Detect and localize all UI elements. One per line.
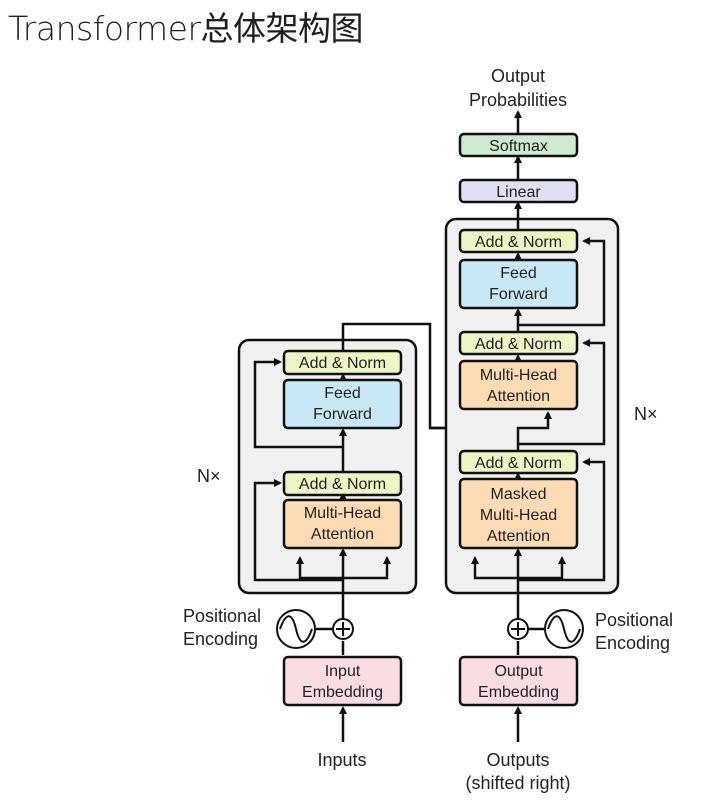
decoder-circled-plus-icon <box>507 618 529 640</box>
output-embedding: Output Embedding <box>458 655 579 707</box>
decoder-ff-line1: Feed <box>500 265 536 282</box>
outputs-label-line1: Outputs <box>486 750 549 770</box>
output-probabilities-line2: Probabilities <box>469 90 567 110</box>
encoder-add-norm-top: Add & Norm <box>282 349 403 376</box>
input-embedding-line1: Input <box>325 663 361 680</box>
decoder-multi-head-attention: Multi-Head Attention <box>458 359 579 411</box>
decoder-add-norm-top-label: Add & Norm <box>475 234 562 251</box>
encoder-add-norm-top-label: Add & Norm <box>299 355 386 372</box>
encoder-mha-line1: Multi-Head <box>304 505 381 522</box>
decoder-masked-multi-head-attention: Masked Multi-Head Attention <box>458 477 579 550</box>
encoder-stack <box>237 338 418 595</box>
encoder-multi-head-attention: Multi-Head Attention <box>282 498 403 550</box>
output-embedding-line2: Embedding <box>478 684 559 701</box>
output-embedding-line1: Output <box>494 663 543 680</box>
decoder-connections <box>471 110 606 742</box>
encoder-ff-line1: Feed <box>324 385 360 402</box>
encoder-mha-line2: Attention <box>311 526 374 543</box>
decoder-masked-line3: Attention <box>487 528 550 545</box>
encoder-nx-label: N× <box>197 466 221 486</box>
decoder-masked-line2: Multi-Head <box>480 507 557 524</box>
linear-layer: Linear <box>458 178 579 204</box>
softmax-label: Softmax <box>489 138 548 155</box>
decoder-pe-line2: Encoding <box>595 633 670 653</box>
input-embedding-line2: Embedding <box>302 684 383 701</box>
softmax-layer: Softmax <box>458 132 579 158</box>
encoder-add-norm-bottom-label: Add & Norm <box>299 476 386 493</box>
decoder-pe-line1: Positional <box>595 610 673 630</box>
decoder-sine-wave-icon <box>544 609 584 649</box>
decoder-add-norm-mid: Add & Norm <box>458 330 579 356</box>
encoder-sine-wave-icon <box>276 609 316 649</box>
inputs-label: Inputs <box>317 750 366 770</box>
encoder-ff-line2: Forward <box>313 406 372 423</box>
outputs-label-line2: (shifted right) <box>465 773 570 793</box>
decoder-ff-line2: Forward <box>489 286 548 303</box>
decoder-mha-line2: Attention <box>487 388 550 405</box>
decoder-nx-label: N× <box>634 404 658 424</box>
encoder-feed-forward: Feed Forward <box>282 378 403 430</box>
encoder-pe-line2: Encoding <box>183 629 258 649</box>
decoder-add-norm-bottom: Add & Norm <box>458 449 579 475</box>
decoder-add-norm-top: Add & Norm <box>458 228 579 254</box>
linear-label: Linear <box>496 184 541 201</box>
encoder-pe-line1: Positional <box>183 606 261 626</box>
input-embedding: Input Embedding <box>282 655 403 707</box>
output-probabilities-line1: Output <box>491 66 545 86</box>
decoder-add-norm-bottom-label: Add & Norm <box>475 455 562 472</box>
encoder-add-norm-bottom: Add & Norm <box>282 470 403 497</box>
decoder-masked-line1: Masked <box>490 486 546 503</box>
encoder-circled-plus-icon <box>332 618 354 640</box>
decoder-add-norm-mid-label: Add & Norm <box>475 336 562 353</box>
decoder-feed-forward: Feed Forward <box>458 258 579 310</box>
decoder-mha-line1: Multi-Head <box>480 367 557 384</box>
page-title: Transformer总体架构图 <box>8 9 364 48</box>
